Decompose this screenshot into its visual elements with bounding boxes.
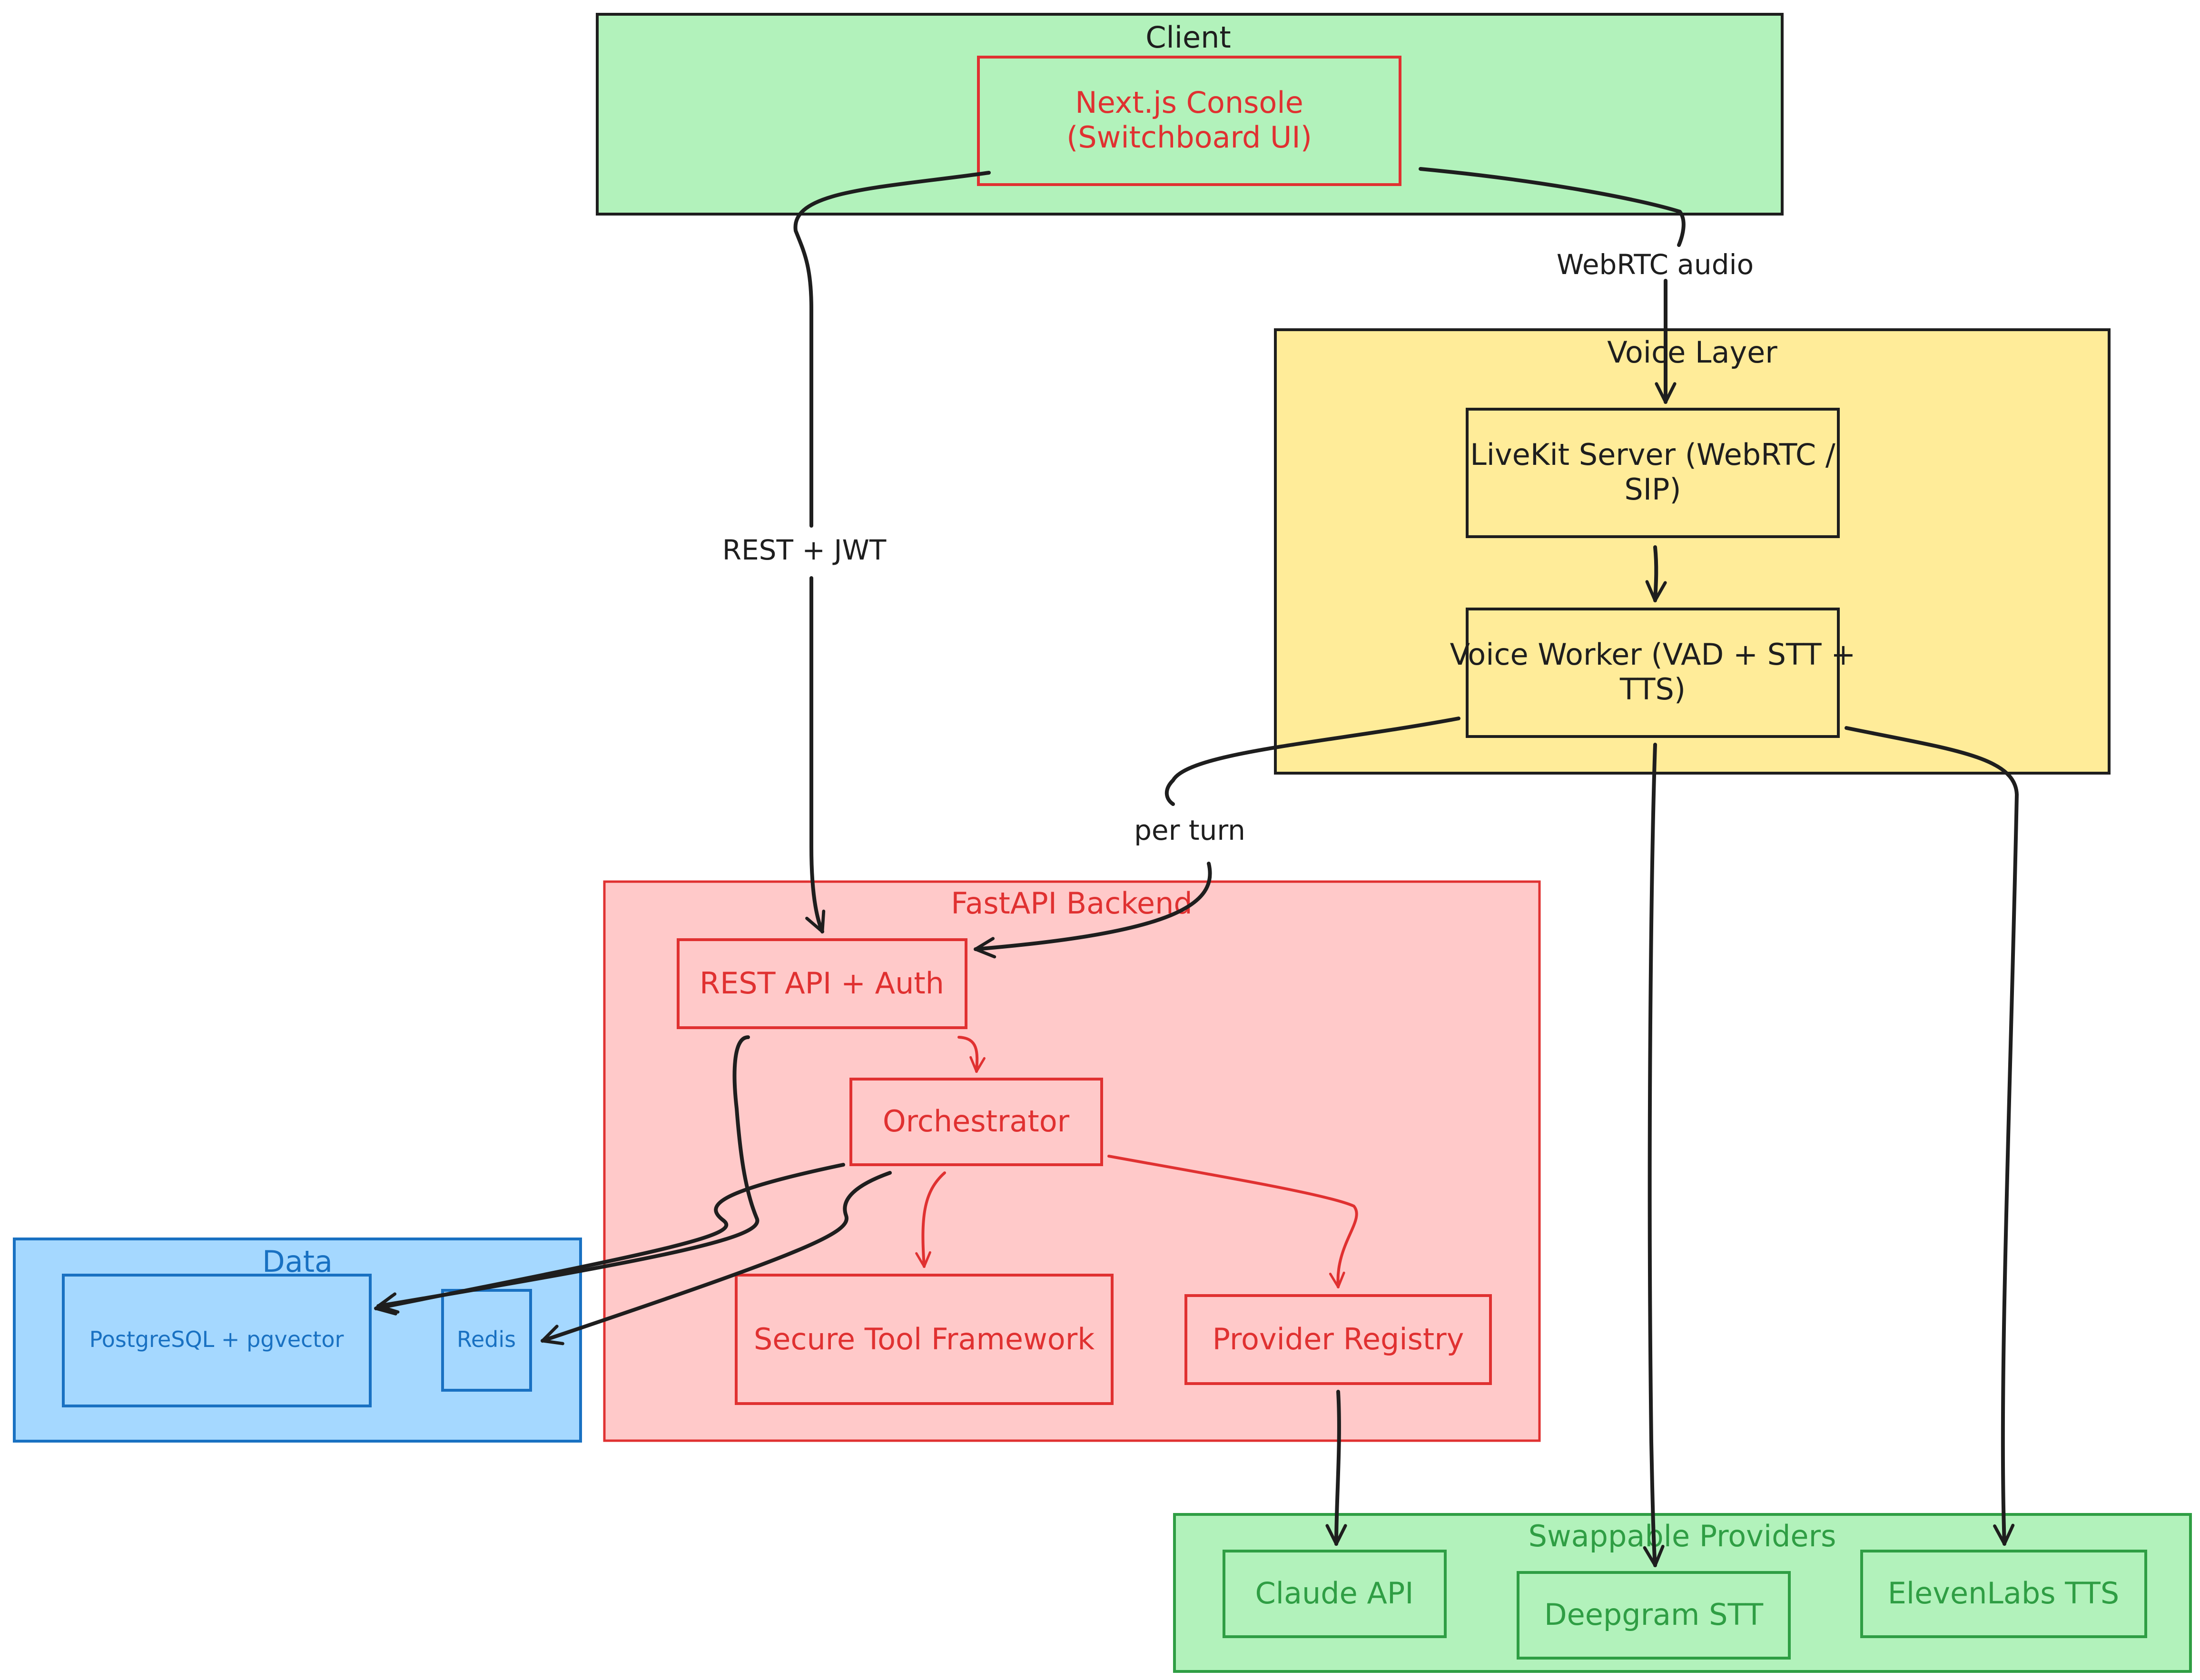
voice-worker-label-line1: Voice Worker (VAD + STT + <box>1450 637 1856 672</box>
voice-worker-box <box>1466 608 1840 738</box>
redis-box <box>441 1289 532 1392</box>
postgres-box <box>62 1274 372 1407</box>
edge-voice-worker-to-elevenlabs <box>1845 726 2019 1546</box>
elevenlabs-tts-node[interactable]: ElevenLabs TTS <box>1860 1550 2147 1638</box>
edge-label-rest-jwt: REST + JWT <box>722 534 887 566</box>
nextjs-console-label-line2: (Switchboard UI) <box>1066 120 1312 155</box>
edge-rest-api-to-orchestrator <box>957 1036 986 1073</box>
provider-registry-node[interactable]: Provider Registry <box>1184 1294 1492 1385</box>
rest-api-label: REST API + Auth <box>700 966 944 1001</box>
edge-label-webrtc-audio: WebRTC audio <box>1557 248 1754 281</box>
edge-provider-registry-to-claude <box>1325 1390 1347 1546</box>
provider-registry-label: Provider Registry <box>1213 1322 1464 1356</box>
postgres-node[interactable]: PostgreSQL + pgvector <box>62 1274 372 1407</box>
edge-console-to-livekit <box>1419 167 1684 402</box>
voice-worker-label-line2: TTS) <box>1619 672 1686 707</box>
orchestrator-label: Orchestrator <box>883 1104 1070 1139</box>
edge-console-to-rest-api <box>793 171 991 932</box>
edge-rest-api-to-postgres <box>376 1035 760 1314</box>
secure-tool-framework-box <box>735 1274 1114 1405</box>
data-cluster-title: Data <box>262 1244 333 1279</box>
claude-api-node[interactable]: Claude API <box>1223 1550 1447 1638</box>
deepgram-stt-box <box>1517 1571 1791 1660</box>
nextjs-console-node[interactable]: Next.js Console (Switchboard UI) <box>977 56 1401 186</box>
edge-label-per-turn: per turn <box>1134 814 1245 846</box>
elevenlabs-tts-label: ElevenLabs TTS <box>1888 1576 2120 1611</box>
secure-tool-framework-label: Secure Tool Framework <box>754 1322 1095 1356</box>
nextjs-console-label-line1: Next.js Console <box>1075 85 1303 120</box>
livekit-server-label-line2: SIP) <box>1624 472 1681 507</box>
client-cluster-title: Client <box>1145 20 1231 55</box>
redis-node[interactable]: Redis <box>441 1289 532 1392</box>
orchestrator-node[interactable]: Orchestrator <box>849 1078 1103 1166</box>
livekit-server-node[interactable]: LiveKit Server (WebRTC / SIP) <box>1466 408 1840 538</box>
edge-orchestrator-to-secure-tool <box>915 1171 946 1268</box>
orchestrator-box <box>849 1078 1103 1166</box>
nextjs-console-box <box>977 56 1401 186</box>
edge-livekit-to-voice-worker <box>1645 545 1667 602</box>
postgres-label: PostgreSQL + pgvector <box>89 1326 344 1352</box>
claude-api-label: Claude API <box>1255 1576 1413 1611</box>
edge-orchestrator-to-provider-registry <box>1107 1155 1358 1288</box>
voice-layer-cluster-title: Voice Layer <box>1607 335 1777 370</box>
provider-registry-box <box>1184 1294 1492 1385</box>
rest-api-node[interactable]: REST API + Auth <box>677 938 967 1029</box>
voice-worker-node[interactable]: Voice Worker (VAD + STT + TTS) <box>1450 608 1856 738</box>
edge-orchestrator-to-postgres <box>374 1163 845 1316</box>
edge-voice-worker-to-rest-api <box>976 717 1460 949</box>
providers-cluster-title: Swappable Providers <box>1529 1519 1836 1553</box>
edge-orchestrator-to-redis <box>541 1171 892 1346</box>
secure-tool-framework-node[interactable]: Secure Tool Framework <box>735 1274 1114 1405</box>
deepgram-stt-node[interactable]: Deepgram STT <box>1517 1571 1791 1660</box>
claude-api-box <box>1223 1550 1447 1638</box>
redis-label: Redis <box>457 1326 516 1352</box>
livekit-server-label-line1: LiveKit Server (WebRTC / <box>1470 437 1835 472</box>
deepgram-stt-label: Deepgram STT <box>1544 1597 1764 1632</box>
edge-voice-worker-to-deepgram <box>1643 743 1665 1567</box>
backend-cluster-title: FastAPI Backend <box>951 886 1192 921</box>
elevenlabs-tts-box <box>1860 1550 2147 1638</box>
